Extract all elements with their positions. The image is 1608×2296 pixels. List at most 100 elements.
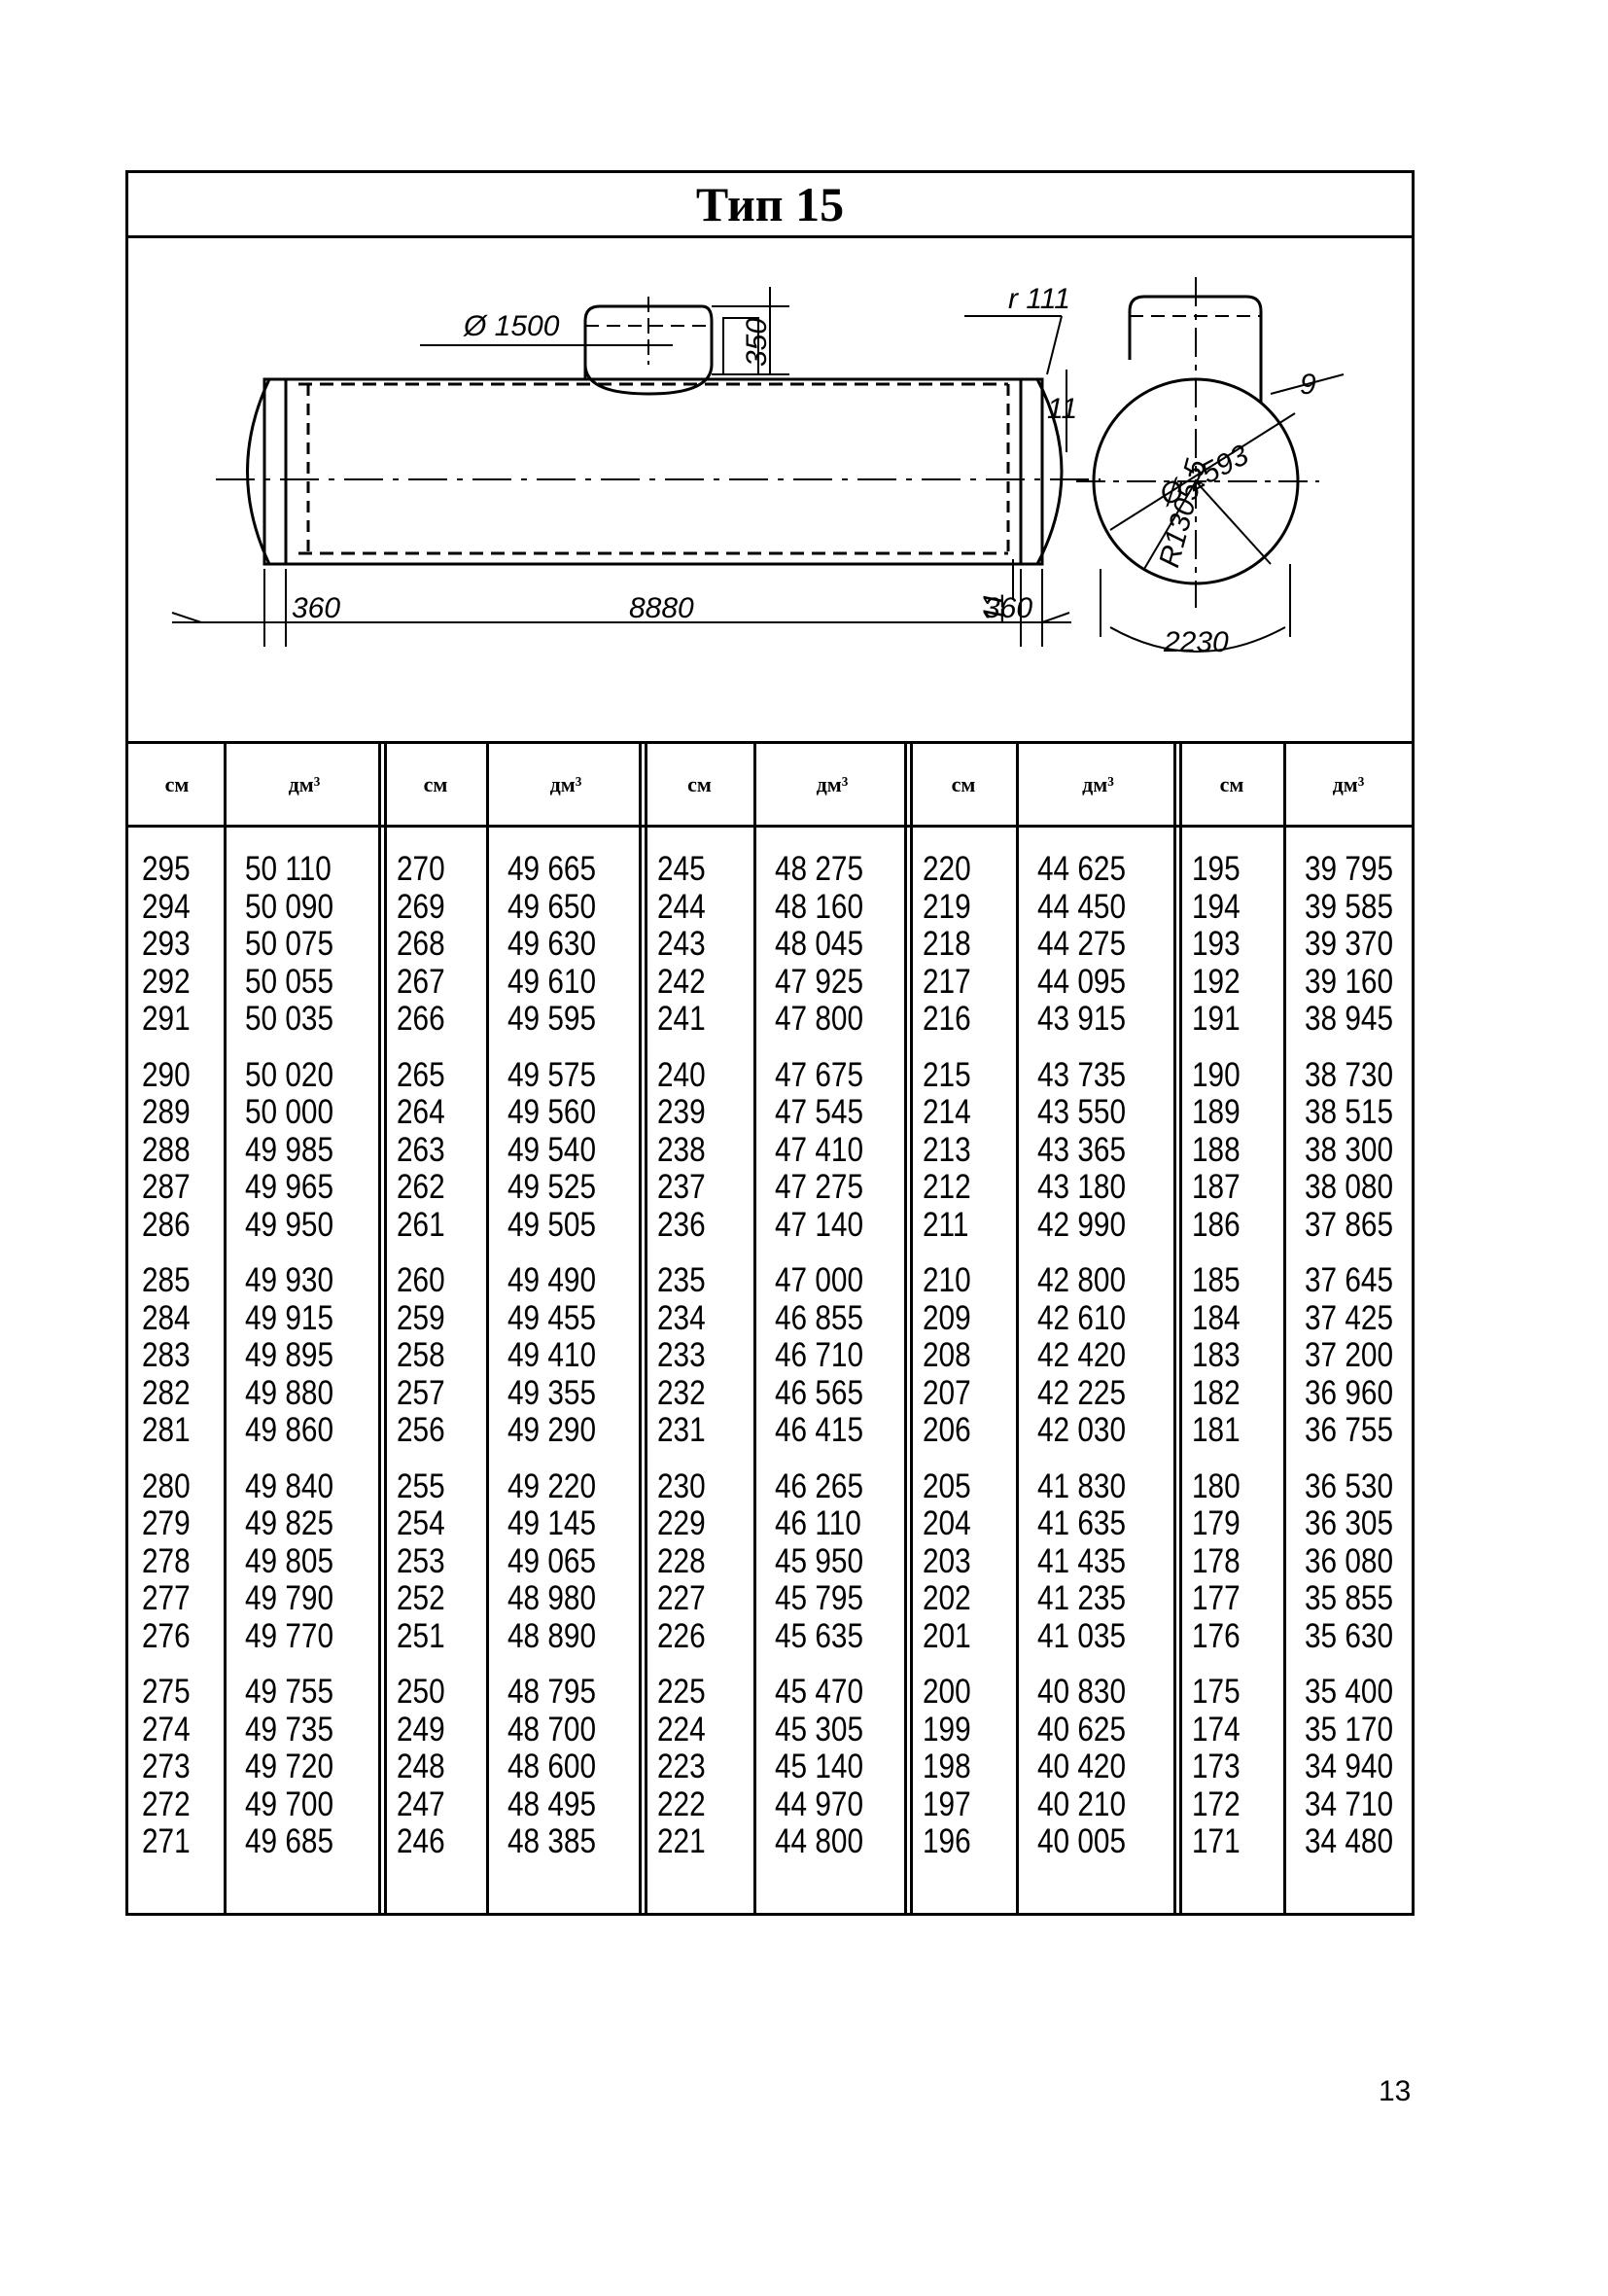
cell-cm: 278	[142, 1541, 191, 1580]
cell-cm: 291	[142, 1000, 191, 1038]
tank-drawing: Ø 1500 350 r 111 11 11 360 8880 360 Ø 25…	[128, 238, 1412, 744]
cell-dm3: 36 960	[1305, 1373, 1394, 1412]
cell-cm: 254	[397, 1504, 445, 1542]
cell-dm3: 39 585	[1305, 887, 1394, 926]
cell-dm3: 48 600	[507, 1748, 597, 1785]
cell-cm: 285	[142, 1261, 191, 1299]
tank-schematic: Ø 1500 350 r 111 11 11 360 8880 360 Ø 25…	[171, 277, 1345, 658]
cell-cm: 230	[657, 1466, 706, 1505]
dim-wall-9: 9	[1300, 369, 1316, 401]
dim-wall-bottom: 11	[978, 592, 1010, 622]
cell-cm: 231	[657, 1411, 706, 1449]
cell-cm: 214	[923, 1093, 971, 1131]
cell-cm: 269	[397, 887, 445, 926]
cell-dm3: 42 610	[1037, 1298, 1127, 1337]
header-dm3: дм³	[549, 771, 582, 796]
cell-dm3: 38 515	[1305, 1093, 1394, 1131]
cell-cm: 280	[142, 1466, 191, 1505]
cell-dm3: 48 795	[507, 1673, 597, 1711]
cell-cm: 274	[142, 1710, 191, 1748]
dim-wall-top: 11	[1047, 393, 1077, 425]
cell-dm3: 49 595	[507, 1000, 597, 1038]
cell-cm: 267	[397, 962, 445, 1001]
cell-dm3: 37 200	[1305, 1336, 1394, 1374]
header-dm3: дм³	[288, 771, 321, 796]
cell-dm3: 36 755	[1305, 1411, 1394, 1449]
cell-dm3: 49 575	[507, 1055, 597, 1094]
header-divider	[128, 825, 1412, 828]
cell-dm3: 49 915	[245, 1298, 334, 1337]
cell-dm3: 46 265	[775, 1466, 864, 1505]
cell-cm: 259	[397, 1298, 445, 1337]
column-separator	[224, 744, 227, 1913]
cell-dm3: 47 545	[775, 1093, 864, 1131]
arc-dim	[1109, 626, 1286, 653]
cell-cm: 222	[657, 1784, 706, 1823]
page-number: 13	[1379, 2075, 1412, 2107]
cell-dm3: 35 630	[1305, 1616, 1394, 1655]
dim-nozzle-diameter: Ø 1500	[463, 310, 560, 342]
cell-dm3: 50 020	[245, 1055, 334, 1094]
cell-dm3: 36 080	[1305, 1541, 1394, 1580]
cell-cm: 176	[1192, 1616, 1241, 1655]
cell-dm3: 35 170	[1305, 1710, 1394, 1748]
cell-cm: 205	[923, 1466, 971, 1505]
cell-cm: 220	[923, 850, 971, 888]
cell-dm3: 37 865	[1305, 1205, 1394, 1244]
cell-dm3: 49 525	[507, 1168, 597, 1206]
cell-dm3: 49 505	[507, 1205, 597, 1244]
cell-cm: 206	[923, 1411, 971, 1449]
cell-cm: 201	[923, 1616, 971, 1655]
cell-dm3: 49 490	[507, 1261, 597, 1299]
cell-cm: 286	[142, 1205, 191, 1244]
cell-dm3: 49 840	[245, 1466, 334, 1505]
page-title: Тип 15	[128, 173, 1412, 238]
cell-dm3: 50 110	[245, 850, 332, 888]
cell-dm3: 48 045	[775, 925, 864, 963]
cell-dm3: 48 385	[507, 1822, 597, 1860]
cell-dm3: 44 275	[1037, 925, 1127, 963]
cell-dm3: 42 800	[1037, 1261, 1127, 1299]
cell-dm3: 49 825	[245, 1504, 334, 1542]
cell-cm: 212	[923, 1168, 971, 1206]
cell-cm: 177	[1192, 1579, 1241, 1617]
cell-cm: 174	[1192, 1710, 1241, 1748]
cell-dm3: 49 650	[507, 887, 597, 926]
cell-cm: 244	[657, 887, 706, 926]
cell-dm3: 50 000	[245, 1093, 334, 1131]
cell-dm3: 44 450	[1037, 887, 1127, 926]
cell-cm: 281	[142, 1411, 191, 1449]
cell-dm3: 40 830	[1037, 1673, 1127, 1711]
nozzle-outline	[583, 304, 714, 379]
cell-dm3: 49 790	[245, 1579, 334, 1617]
cell-dm3: 39 370	[1305, 925, 1394, 963]
cell-dm3: 49 895	[245, 1336, 334, 1374]
cell-dm3: 44 095	[1037, 962, 1127, 1001]
cell-cm: 262	[397, 1168, 445, 1206]
cell-cm: 188	[1192, 1130, 1241, 1169]
cell-cm: 219	[923, 887, 971, 926]
cell-dm3: 36 305	[1305, 1504, 1394, 1542]
cell-dm3: 43 365	[1037, 1130, 1127, 1169]
group-separator	[639, 744, 647, 1913]
cell-dm3: 41 830	[1037, 1466, 1127, 1505]
cell-dm3: 47 000	[775, 1261, 864, 1299]
cell-dm3: 49 965	[245, 1168, 334, 1206]
cell-cm: 233	[657, 1336, 706, 1374]
cell-cm: 242	[657, 962, 706, 1001]
cell-cm: 264	[397, 1093, 445, 1131]
cell-dm3: 34 480	[1305, 1822, 1394, 1860]
cell-cm: 246	[397, 1822, 445, 1860]
cell-dm3: 49 700	[245, 1784, 334, 1823]
dim-end-radius: r 111	[1008, 283, 1070, 315]
diameter-leader	[1109, 412, 1296, 531]
cell-cm: 268	[397, 925, 445, 963]
cell-dm3: 50 035	[245, 1000, 334, 1038]
cell-dm3: 49 355	[507, 1373, 597, 1412]
cell-cm: 236	[657, 1205, 706, 1244]
cell-dm3: 46 110	[775, 1504, 861, 1542]
cell-cm: 261	[397, 1205, 445, 1244]
cell-dm3: 49 770	[245, 1616, 334, 1655]
cell-cm: 208	[923, 1336, 971, 1374]
